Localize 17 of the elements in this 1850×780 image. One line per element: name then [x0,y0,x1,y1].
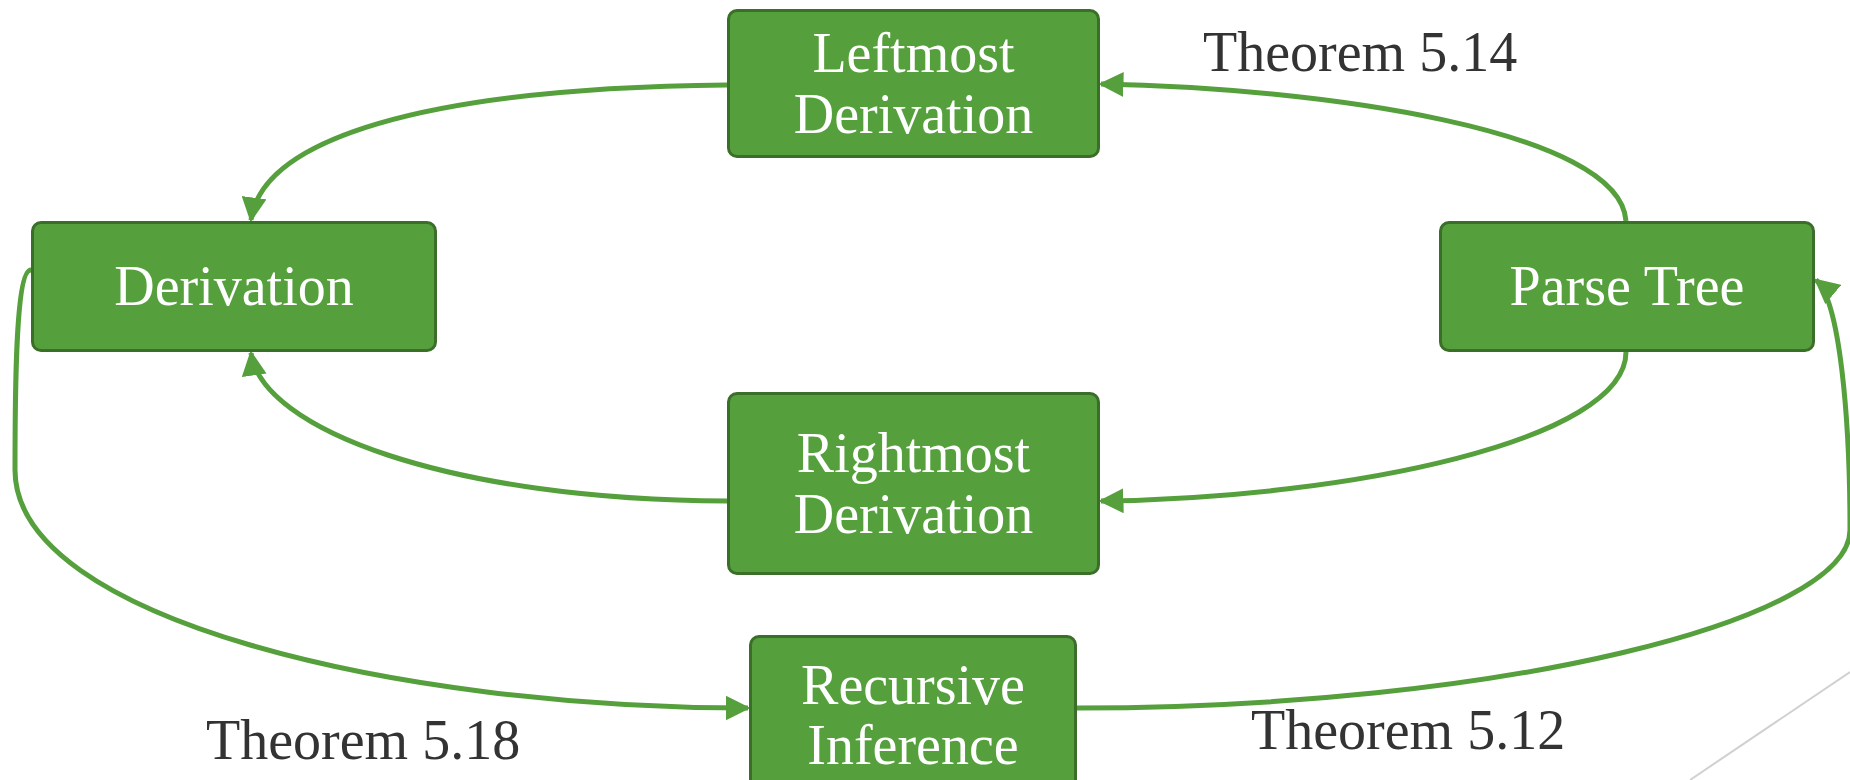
process-box [749,635,1077,780]
edge-label: Theorem 5.12 [1251,698,1566,762]
process-box [727,392,1100,575]
process-box [727,9,1100,158]
arrow [1076,278,1850,711]
node-label: Leftmost Derivation [792,23,1035,144]
process-box [31,221,437,352]
node-label: Recursive Inference [800,654,1026,776]
node-label: Parse Tree [1509,256,1745,317]
node-label: Rightmost Derivation [792,423,1035,544]
process-box [1439,221,1815,352]
arrow [1098,72,1629,222]
edge-label: Theorem 5.18 [206,708,521,772]
arrow [1098,351,1629,513]
arrow [245,82,728,223]
node-label: Derivation [114,256,354,317]
edge-label: Theorem 5.14 [1203,20,1518,84]
